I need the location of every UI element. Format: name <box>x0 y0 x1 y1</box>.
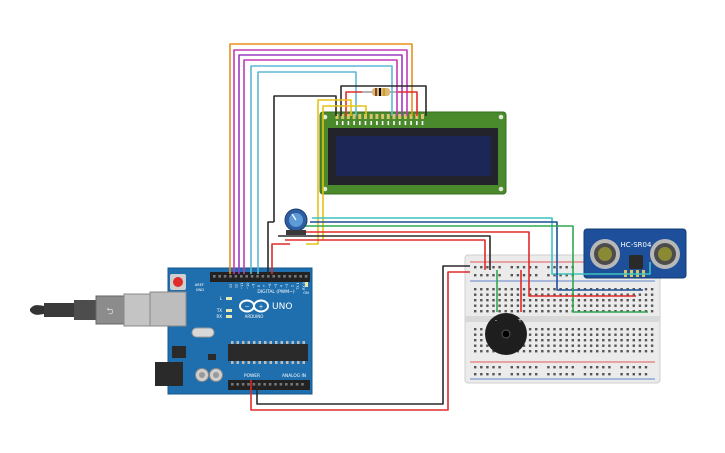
digital-pin-label: 7 <box>263 285 267 287</box>
lcd-screen <box>336 136 491 176</box>
ultrasonic-sensor: HC-SR04 <box>583 228 687 279</box>
digital-pin-label: ~6 <box>268 284 272 289</box>
power-header-label: POWER <box>244 373 260 379</box>
digital-pin-label: ~3 <box>285 284 289 289</box>
wire-yellow-pot-2[interactable] <box>322 105 367 240</box>
buzzer-minus-label: - <box>495 317 497 324</box>
wire-green-sensor[interactable] <box>305 225 648 313</box>
wire-orange-lcd[interactable] <box>229 43 413 274</box>
wire-magenta-lcd-1[interactable] <box>233 49 408 274</box>
led-l-label: L <box>220 296 223 301</box>
wire-black-pot[interactable] <box>267 221 274 274</box>
analog-header-label: ANALOG IN <box>282 373 306 379</box>
digital-pin-label: ~10 <box>246 283 250 290</box>
wire-red-resistor[interactable] <box>345 91 362 116</box>
digital-pin-label: TX 1 <box>296 282 300 290</box>
arduino-logo: − + <box>239 299 269 313</box>
lcd-pin-header <box>335 114 424 125</box>
sensor-model-label: HC-SR04 <box>621 241 652 249</box>
wire-magenta-lcd-2[interactable] <box>243 59 398 274</box>
usb-cable: ⮌ <box>30 293 153 327</box>
digital-pin-label: 13 <box>229 284 233 288</box>
chip-legs <box>231 341 305 364</box>
gnd-label: GND <box>196 288 204 292</box>
wire-black-lcd-top[interactable] <box>340 85 427 116</box>
arduino-pin-headers <box>213 275 308 386</box>
led-rx-label: RX <box>216 314 222 319</box>
aref-label: AREF <box>195 283 204 287</box>
digital-pin-label: 12 <box>235 284 239 288</box>
wire-cyan-lcd[interactable] <box>250 65 393 274</box>
led-tx-label: TX <box>216 308 222 313</box>
wires <box>229 43 651 411</box>
wire-red-sensor[interactable] <box>300 231 636 297</box>
wire-teal-sensor[interactable] <box>312 217 651 275</box>
digital-header-label: DIGITAL (PWM~) <box>257 289 295 295</box>
wire-black-sensor[interactable] <box>278 235 491 270</box>
wire-cyan-lcd-2[interactable] <box>257 71 357 274</box>
svg-text:−: − <box>244 303 249 310</box>
digital-pin-label: 4 <box>279 285 283 287</box>
digital-pin-label: ~9 <box>251 284 255 289</box>
wire-blue-sensor[interactable] <box>310 221 643 291</box>
wire-red-pot-arduino[interactable] <box>271 243 290 274</box>
digital-pin-label: RX 0 <box>302 282 306 289</box>
lcd-module <box>319 111 507 195</box>
wire-red-power[interactable] <box>250 271 470 411</box>
digital-pin-label: ~5 <box>274 284 278 289</box>
wire-red-pot[interactable] <box>285 239 486 270</box>
digital-pin-label: 8 <box>257 285 261 287</box>
usb-icon: ⮌ <box>106 307 113 317</box>
model-label: UNO <box>272 302 292 312</box>
piezo-buzzer: - + <box>485 313 527 355</box>
buzzer-plus-label: + <box>517 317 522 324</box>
wire-red-resistor-2[interactable] <box>398 91 418 116</box>
potentiometer[interactable] <box>284 208 308 235</box>
brand-label: ARDUINO <box>245 314 264 319</box>
svg-text:+: + <box>258 304 263 311</box>
atmega-chip <box>228 344 308 361</box>
wire-black-ground[interactable] <box>256 265 470 405</box>
on-label: ON <box>303 291 309 295</box>
digital-pin-label: 2 <box>291 285 295 287</box>
digital-pin-label: ~11 <box>240 283 244 290</box>
reset-button[interactable] <box>173 277 183 287</box>
